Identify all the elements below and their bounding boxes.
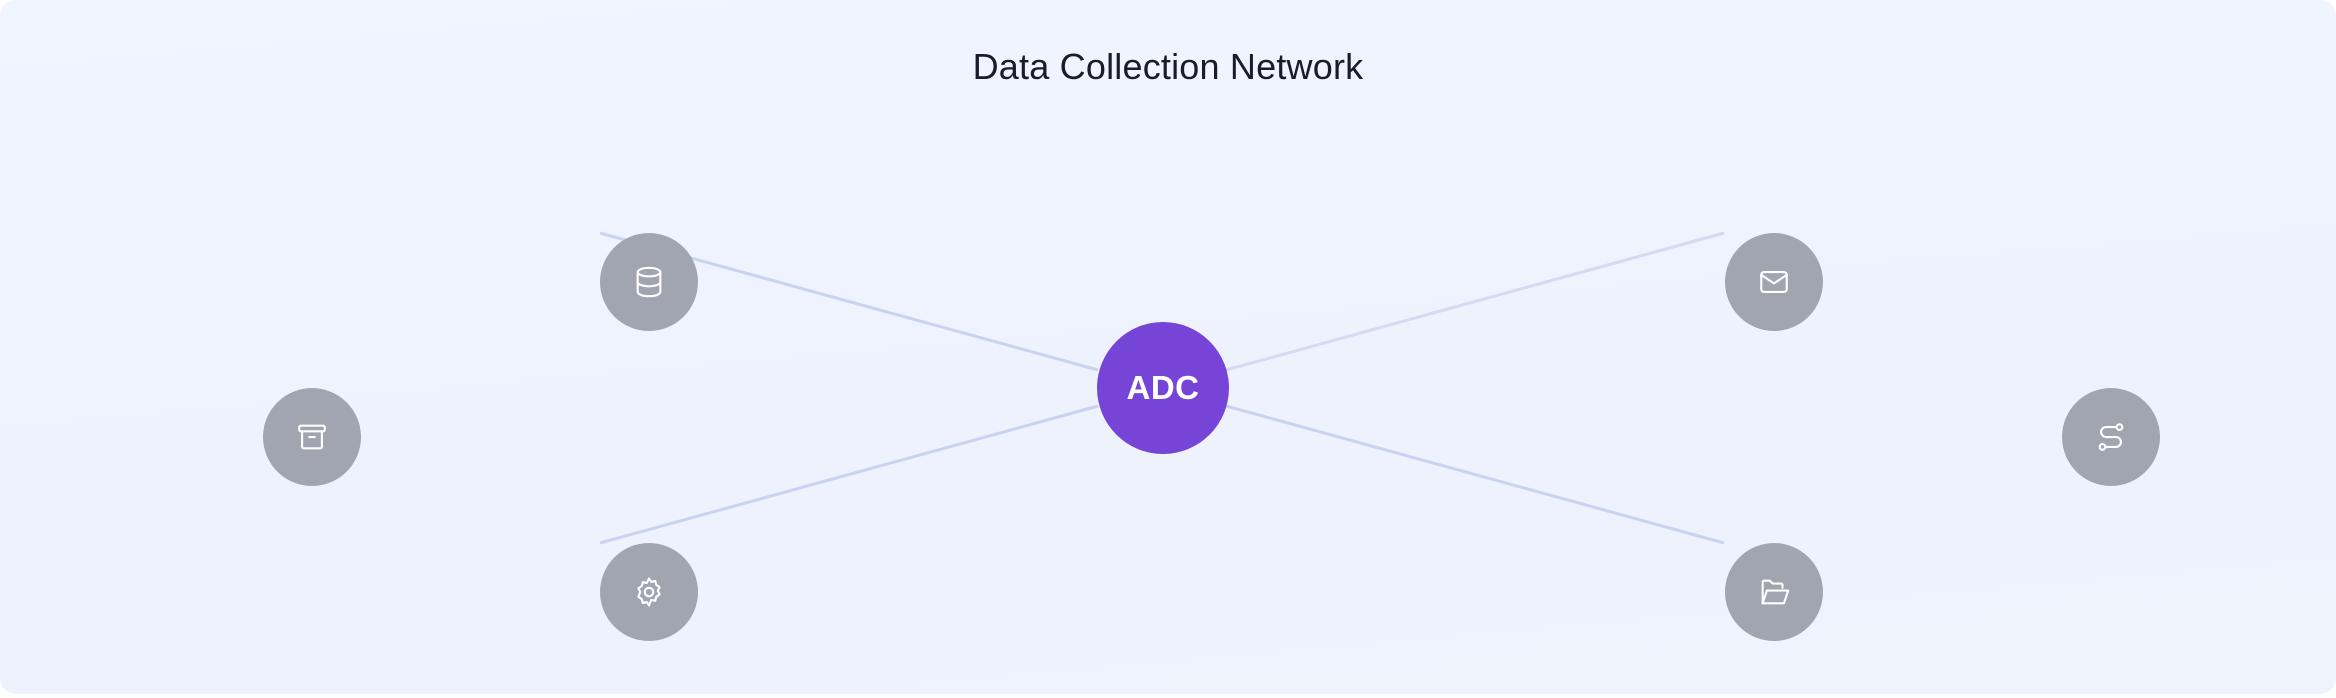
hub-label: ADC xyxy=(1126,369,1200,406)
node-gear[interactable] xyxy=(600,543,698,641)
node-mail[interactable] xyxy=(1725,233,1823,331)
diagram-title: Data Collection Network xyxy=(972,46,1364,87)
node-database[interactable] xyxy=(600,233,698,331)
link-folder xyxy=(1225,404,1725,545)
folder-open-icon xyxy=(1761,579,1790,605)
archive-icon xyxy=(298,424,326,450)
link-mail xyxy=(1225,231,1725,372)
node-route[interactable] xyxy=(2062,388,2160,486)
route-icon xyxy=(2098,423,2124,451)
gear-icon xyxy=(637,577,661,607)
node-archive[interactable] xyxy=(263,388,361,486)
mail-icon xyxy=(1760,271,1788,293)
node-folder-open[interactable] xyxy=(1725,543,1823,641)
database-icon xyxy=(636,266,662,298)
link-gear xyxy=(599,404,1099,545)
hub-node[interactable]: ADC xyxy=(1097,322,1229,454)
